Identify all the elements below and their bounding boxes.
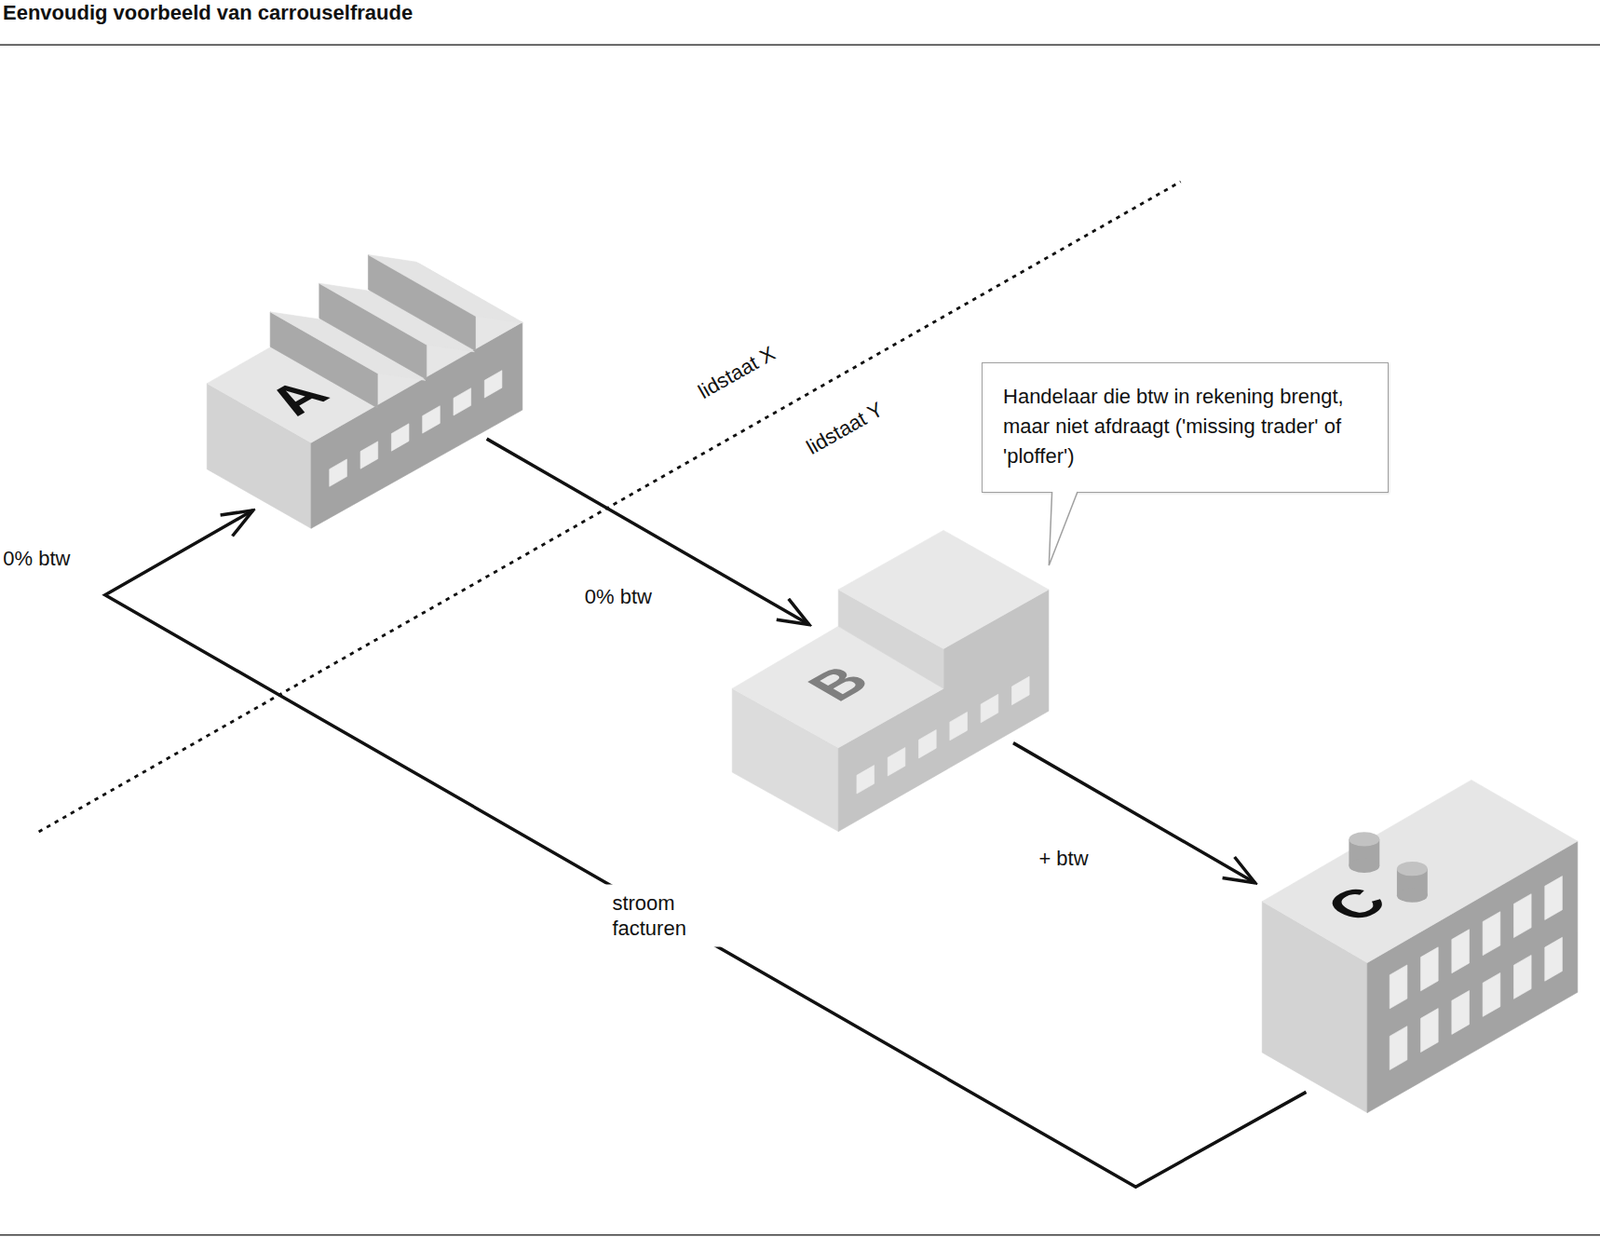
- building-face: [360, 441, 379, 469]
- building-face: [1482, 910, 1501, 955]
- building-face: [1545, 875, 1563, 920]
- callout-pointer-outline: [1048, 491, 1078, 566]
- building-face: [888, 747, 907, 776]
- edge-label: + btw: [1038, 845, 1088, 872]
- chimney-top: [1348, 831, 1380, 846]
- trader-b: B: [729, 526, 1052, 835]
- region-label: lidstaat Y: [801, 396, 888, 461]
- building-face: [1012, 677, 1031, 706]
- callout-box: Handelaar die btw in rekening brengt, ma…: [981, 362, 1389, 493]
- header-rule: [0, 44, 1600, 46]
- footer-rule: [0, 1233, 1600, 1235]
- building-face: [1482, 972, 1501, 1017]
- building-face: [1514, 893, 1533, 937]
- flow-arrow: [1013, 743, 1256, 883]
- company-c: C: [1259, 775, 1581, 1116]
- building-illustration: [729, 526, 1052, 835]
- chimney-top: [1396, 861, 1428, 876]
- flow-arrow: [105, 510, 1307, 1187]
- building-face: [1451, 989, 1470, 1034]
- edge-label: 0% btw: [2, 545, 70, 572]
- building-illustration: [1259, 775, 1581, 1116]
- region-label: lidstaat X: [693, 340, 780, 406]
- border-line: [39, 181, 1181, 832]
- callout-text: Handelaar die btw in rekening brengt, ma…: [1003, 381, 1368, 472]
- building-face: [1389, 964, 1408, 1009]
- diagram-title: Eenvoudig voorbeeld van carrouselfraude: [2, 0, 413, 26]
- chimney-base: [1396, 887, 1428, 902]
- building-face: [422, 406, 441, 434]
- factory-a: A: [203, 248, 526, 533]
- chimney: [1396, 861, 1428, 903]
- building-face: [981, 694, 1000, 723]
- building-face: [1389, 1025, 1408, 1070]
- building-face: [484, 370, 502, 398]
- building-face: [919, 730, 937, 759]
- callout-pointer: [981, 490, 991, 501]
- chimney-base: [1348, 857, 1380, 872]
- chimney: [1348, 831, 1380, 873]
- building-face: [1421, 1007, 1439, 1052]
- building-illustration: [203, 248, 526, 533]
- building-face: [839, 530, 1050, 650]
- edge-label: 0% btw: [584, 583, 652, 611]
- building-face: [206, 263, 523, 444]
- building-face: [1421, 947, 1439, 991]
- building-face: [1451, 929, 1470, 974]
- building-face: [1545, 936, 1563, 981]
- building-face: [949, 712, 968, 741]
- building-face: [1514, 954, 1533, 999]
- flow-arrow: [487, 438, 810, 624]
- building-face: [1261, 779, 1578, 963]
- building-face: [453, 388, 472, 416]
- building-face: [392, 423, 410, 451]
- building-face: [368, 255, 525, 324]
- building-face: [329, 459, 348, 487]
- building-face: [856, 765, 875, 794]
- flow-label: stroom facturen: [604, 883, 722, 947]
- callout-pointer-fill: [1048, 490, 1078, 566]
